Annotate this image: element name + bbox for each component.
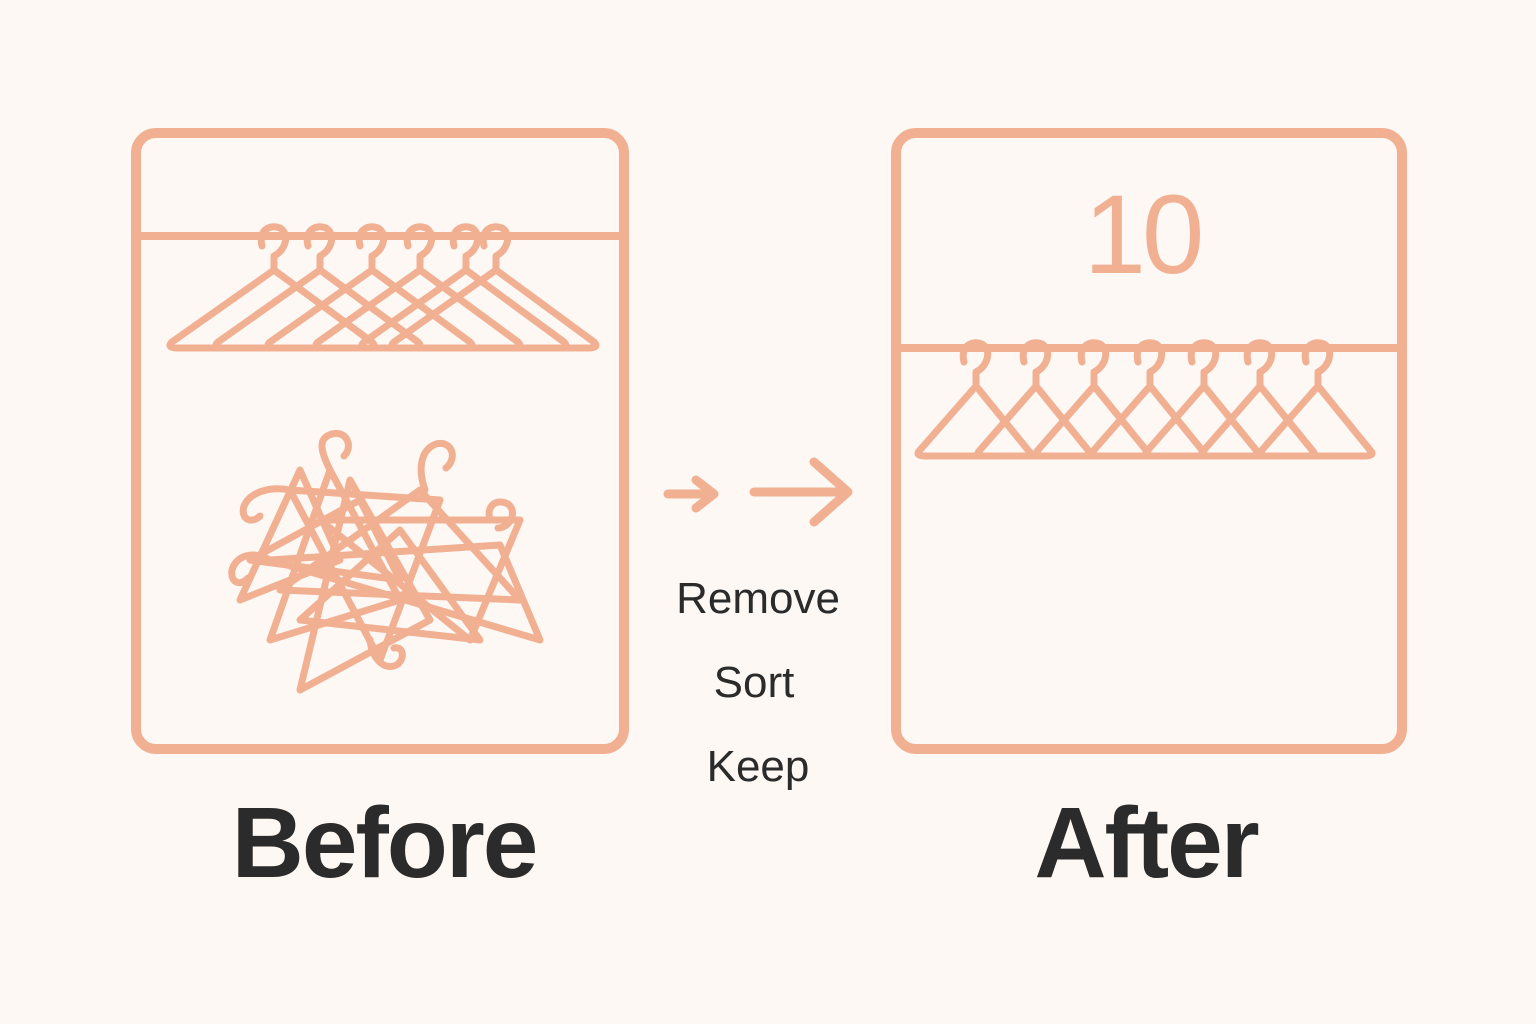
after-closet-frame	[891, 128, 1407, 754]
hanger-icon	[974, 339, 1094, 460]
before-closet	[131, 128, 629, 754]
after-rod-hangers	[914, 339, 1376, 460]
step-sort: Sort	[713, 658, 795, 707]
after-caption: After	[1034, 787, 1259, 899]
step-keep: Keep	[706, 742, 810, 791]
before-closet-frame	[131, 128, 629, 754]
messy-hanger-pile	[228, 429, 544, 694]
before-rod-hangers	[166, 223, 600, 352]
after-closet	[891, 128, 1407, 754]
hanger-icon	[388, 223, 600, 352]
hanger-icon	[1032, 339, 1152, 460]
step-remove: Remove	[676, 574, 840, 623]
arrow-right-icon	[663, 457, 853, 527]
before-caption: Before	[231, 787, 539, 899]
item-count: 10	[1083, 172, 1205, 297]
hanger-icon	[914, 339, 1034, 460]
hanger-icon	[1256, 339, 1376, 460]
